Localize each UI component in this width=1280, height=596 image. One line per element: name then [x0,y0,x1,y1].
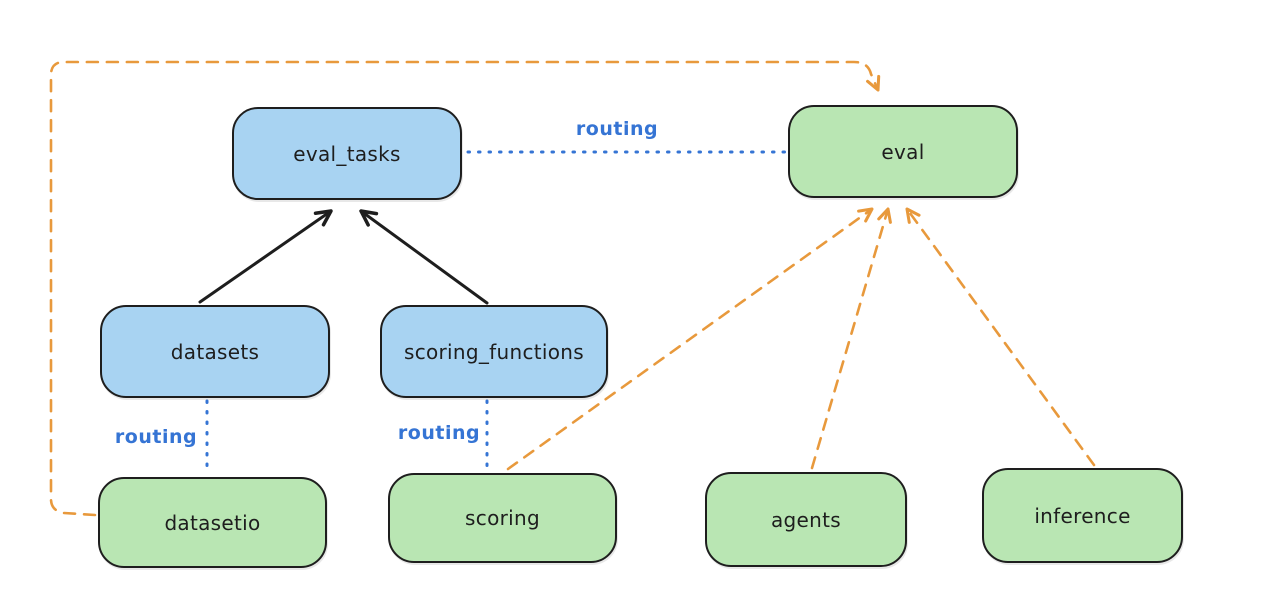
node-eval-tasks: eval_tasks [232,107,462,200]
edge-inference-to-eval [905,207,1096,467]
node-inference-label: inference [1034,503,1131,528]
node-scoring: scoring [388,473,617,563]
edge-label-routing-eval-tasks-eval: routing [575,118,659,140]
edge-label-routing-scoring-functions-scoring: routing [397,422,481,444]
node-datasets-label: datasets [170,339,260,364]
edge-label-routing-datasets-datasetio: routing [114,426,198,448]
node-datasetio-label: datasetio [164,510,261,535]
node-scoring-functions-label: scoring_functions [403,339,585,364]
edge-scoring-to-eval [506,207,874,471]
node-inference: inference [982,468,1183,563]
node-scoring-functions: scoring_functions [380,305,608,398]
edge-scoring_functions-to-eval_tasks [359,209,489,305]
edge-datasets-to-eval_tasks [198,209,333,304]
edge-datasetio-to-eval-loop [49,60,881,517]
node-eval: eval [788,105,1018,198]
node-eval-label: eval [881,139,925,164]
node-eval-tasks-label: eval_tasks [293,141,401,166]
edge-agents-to-eval [810,207,892,470]
node-datasetio: datasetio [98,477,327,568]
node-scoring-label: scoring [465,506,540,530]
node-agents-label: agents [771,507,841,532]
node-datasets: datasets [100,305,330,398]
node-agents: agents [705,472,907,567]
